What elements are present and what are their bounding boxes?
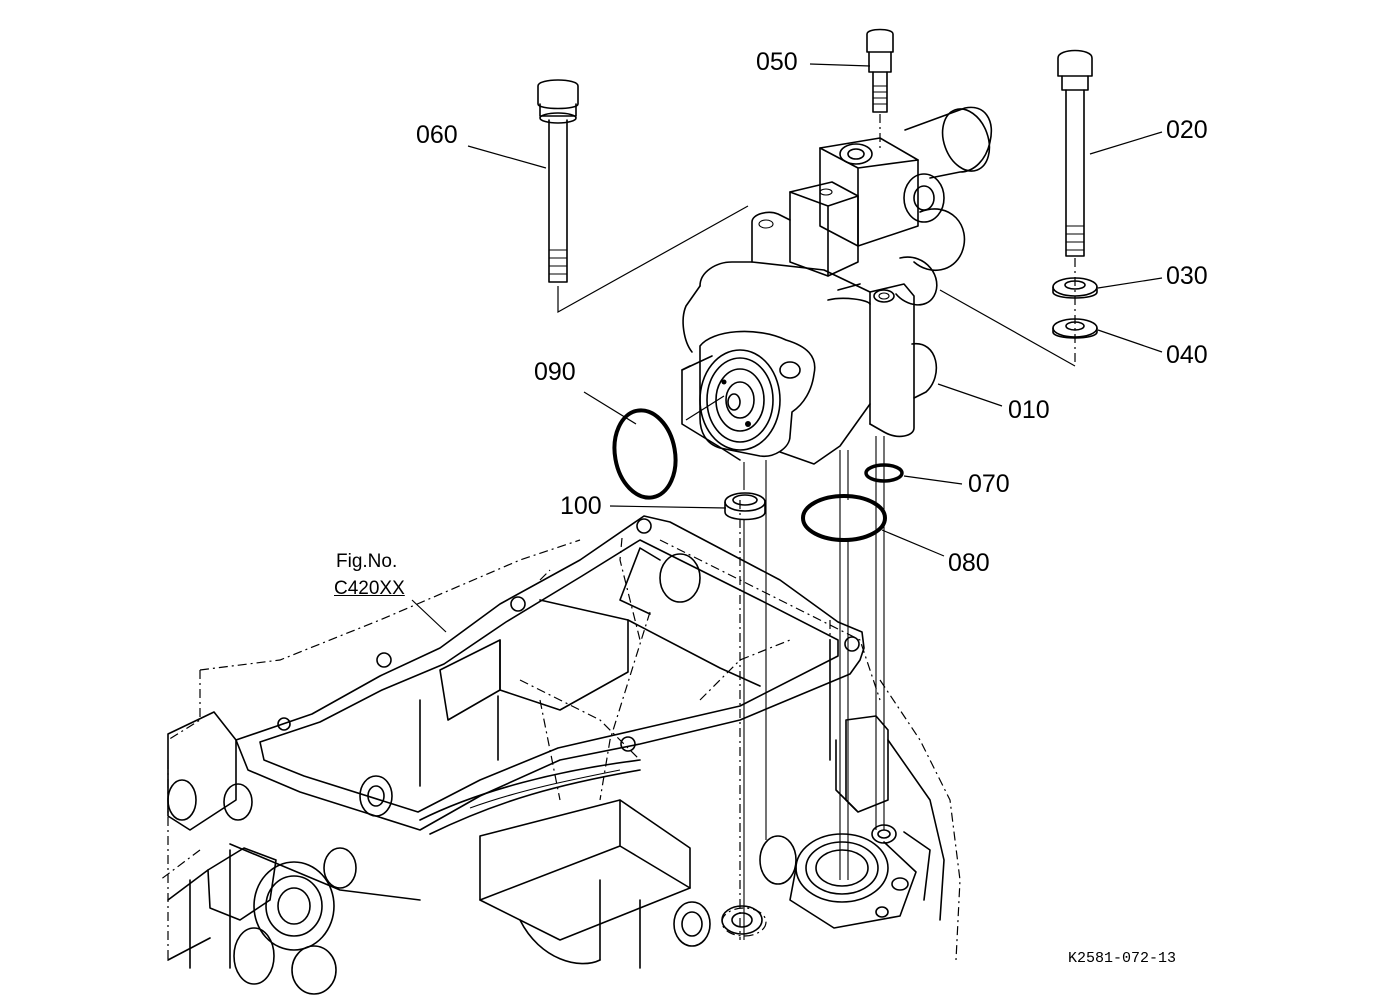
callout-060: 060 <box>416 121 458 149</box>
o-ring-090 <box>612 408 678 500</box>
callout-090: 090 <box>534 358 576 386</box>
callout-050: 050 <box>756 48 798 76</box>
bolt-050 <box>866 28 894 150</box>
o-ring-090-axis <box>685 395 725 421</box>
assembly-center-lines <box>743 436 885 940</box>
bolt-020 <box>1057 49 1093 366</box>
o-ring-080 <box>801 494 887 542</box>
bolt-060 <box>537 79 749 314</box>
washer-040 <box>1052 318 1098 339</box>
spring-washer-030 <box>1052 277 1098 299</box>
callout-040: 040 <box>1166 341 1208 369</box>
leader-lines <box>411 63 1163 633</box>
callout-070: 070 <box>968 470 1010 498</box>
figure-reference-number: C420XX <box>334 578 405 599</box>
callout-030: 030 <box>1166 262 1208 290</box>
callout-010: 010 <box>1008 396 1050 424</box>
drawing-code: K2581-072-13 <box>1068 950 1177 967</box>
callout-020: 020 <box>1166 116 1208 144</box>
transmission-case <box>167 515 945 995</box>
figure-reference-label: Fig.No. <box>336 551 398 572</box>
callout-100: 100 <box>560 492 602 520</box>
hidden-lines <box>159 500 961 961</box>
collar-100 <box>724 492 766 521</box>
valve-body-010 <box>681 106 992 465</box>
callout-080: 080 <box>948 549 990 577</box>
bolt-020-path <box>939 289 1076 367</box>
